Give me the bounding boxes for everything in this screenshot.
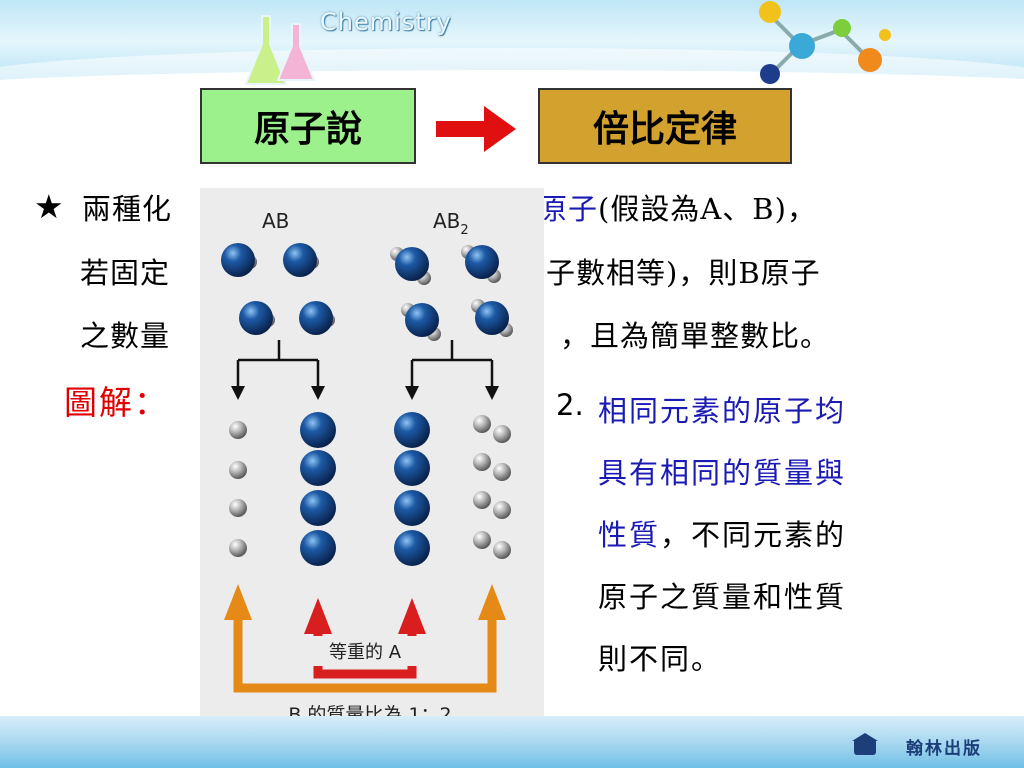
- down-arrow-icon: [485, 386, 499, 400]
- ab-molecule: [221, 243, 257, 277]
- ab2-molecule: [471, 299, 513, 337]
- atom-ratio-diagram: AB AB2: [200, 188, 544, 736]
- statement-line3-prefix: 之數量: [80, 319, 171, 353]
- molecule-icon: [759, 1, 891, 84]
- multiple-proportions-box: 倍比定律: [538, 88, 792, 164]
- label-ab2-base: AB: [433, 209, 460, 233]
- equal-a-label-bg: [304, 636, 426, 666]
- point-number: 2.: [556, 388, 584, 422]
- flask-icon: [244, 15, 316, 85]
- point2-line1: 相同元素的原子均: [598, 394, 847, 428]
- ab-molecule: [299, 301, 335, 335]
- ab2-molecule: [390, 247, 431, 285]
- right-arrow-icon: [436, 106, 516, 152]
- label-ab2-sub: 2: [460, 223, 468, 238]
- point2-line2: 具有相同的質量與: [598, 456, 847, 490]
- down-arrow-icon: [405, 386, 419, 400]
- label-ab2: AB2: [433, 209, 469, 238]
- a-atoms-column-left: [300, 412, 336, 566]
- ab2-molecule: [461, 245, 501, 283]
- b-ratio-bracket: [224, 584, 506, 693]
- statement-line2-suffix: 子數相等)，則B原子: [546, 256, 821, 290]
- statement-atom-term: 原子: [538, 192, 599, 226]
- ab-molecule: [283, 243, 319, 277]
- statement-line1: 原子(假設為A、B)，: [538, 186, 817, 228]
- point2-line4: 原子之質量和性質: [598, 580, 847, 614]
- a-atoms-column-right: [394, 412, 430, 566]
- split-connector-left: [236, 340, 320, 390]
- footer-bar: [0, 716, 1024, 768]
- statement-line3-suffix: ，且為簡單整數比。: [560, 319, 831, 353]
- label-ab: AB: [262, 209, 289, 233]
- statement-line1-suffix: (假設為A、B)，: [598, 192, 817, 226]
- down-arrow-icon: [311, 386, 325, 400]
- b-atoms-column-left: [229, 421, 247, 557]
- equal-a-label: 等重的 A: [329, 642, 402, 663]
- header-banner: Chemistry: [0, 0, 1024, 92]
- ab2-molecule: [401, 303, 441, 341]
- point2-line3: 性質，不同元素的: [598, 512, 846, 554]
- publisher-name: 翰林出版: [906, 739, 982, 759]
- publisher-logo-icon: [852, 733, 878, 755]
- point2-line3-blue: 性質: [598, 518, 661, 552]
- point2-line5: 則不同。: [598, 642, 723, 676]
- ab-molecule: [239, 301, 275, 335]
- point2-line3-rest: ，不同元素的: [660, 518, 847, 552]
- b-atoms-column-right: [473, 415, 511, 559]
- down-arrow-icon: [231, 386, 245, 400]
- brand-title: Chemistry: [320, 8, 452, 36]
- diagram-svg: AB AB2: [221, 209, 513, 726]
- statement-line2-prefix: 若固定: [80, 256, 171, 290]
- statement-line1-prefix: 兩種化: [82, 192, 173, 226]
- atomic-theory-box: 原子說: [200, 88, 416, 164]
- illustration-label: 圖解：: [64, 383, 169, 422]
- split-connector-right: [410, 340, 494, 390]
- star-bullet: ★: [34, 187, 64, 226]
